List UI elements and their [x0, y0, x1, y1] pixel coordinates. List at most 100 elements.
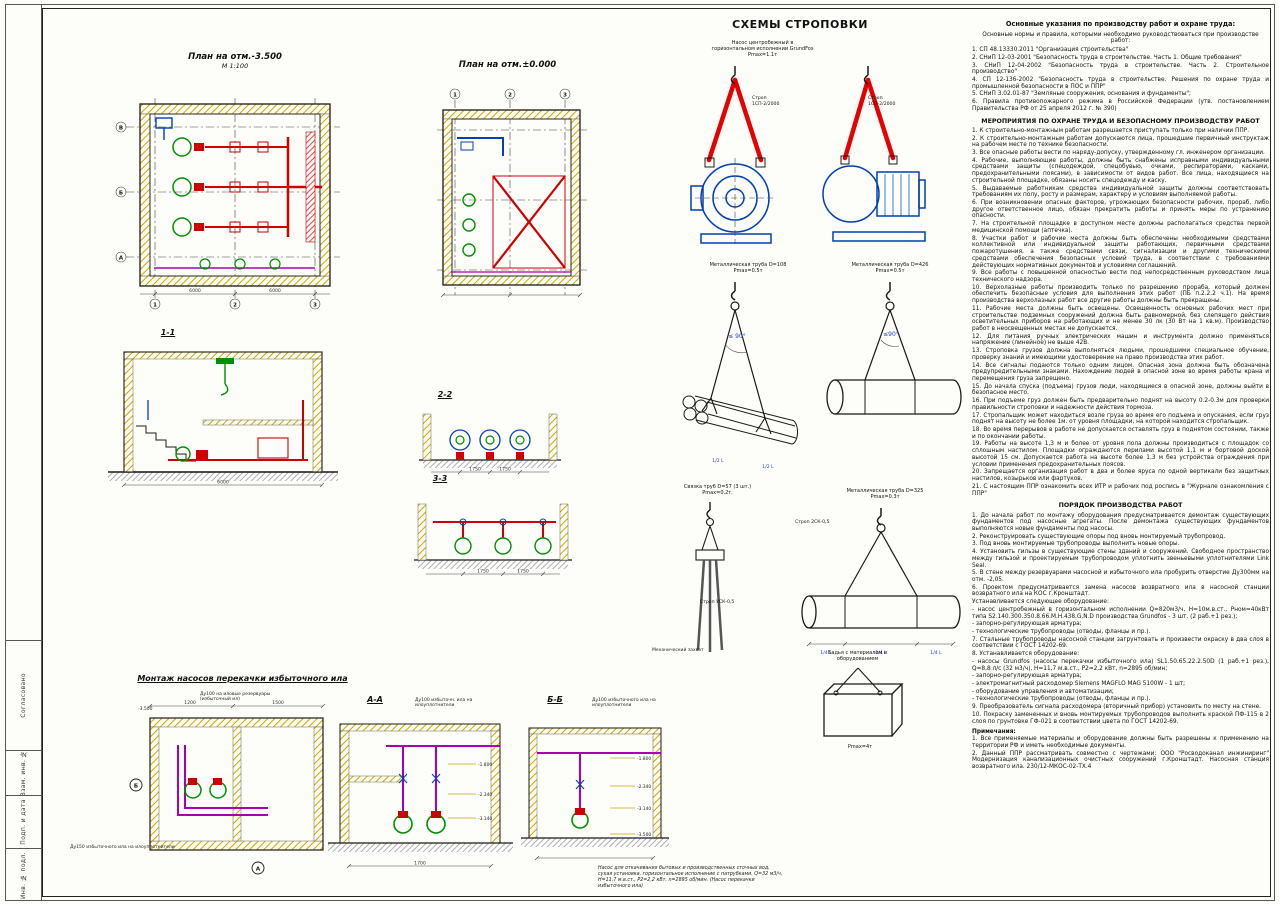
elevation-mark: -2.340 [637, 784, 651, 790]
mechanical-grip [695, 549, 725, 561]
work-order-item: 9. Преобразователь сигнала расходомера (… [972, 704, 1262, 711]
section-3-3-title: 3-3 [432, 474, 448, 483]
slings [844, 531, 918, 597]
right-intro: Основные нормы и правила, которыми необх… [982, 31, 1259, 45]
work-order-list: 1. До начала работ по монтажу оборудован… [972, 513, 1269, 726]
length-mark: 1/4 L [930, 650, 942, 656]
montage-plan-drawing: 1200 1500 Б А [129, 700, 326, 875]
elevation-mark: -3.500 [637, 832, 651, 838]
strip-field-label: Инв. № подл. [19, 851, 27, 899]
bundle57-rigging-drawing [695, 502, 725, 652]
safety-measure-item: 2. К строительно-монтажным работам допус… [972, 135, 1269, 149]
norms-list: 1. СП 48.13330.2011 "Организация строите… [972, 47, 1269, 112]
pipes [433, 521, 556, 538]
safety-measure-item: 1. К строительно-монтажным работам разре… [972, 127, 1250, 134]
water-pipes [457, 137, 504, 156]
safety-measure-item: 7. На строительной площадке в доступном … [972, 221, 1269, 234]
elevation-mark: -3.140 [637, 806, 651, 812]
axis-bubble: 3 [563, 93, 567, 99]
pump-front-view [690, 163, 772, 244]
water-pipes [155, 117, 173, 140]
section-aa-title: А-А [367, 695, 383, 704]
work-order-item: 5. В стене между резервуарами насосной и… [972, 570, 1269, 583]
safety-measure-item: 13. Строповка грузов должна выполняться … [972, 348, 1269, 361]
work-order-item: - технологические трубопроводы (отводы, … [972, 629, 1151, 636]
pipe [801, 595, 961, 629]
bracing [492, 175, 566, 269]
notes-list: 1. Все применяемые материалы и оборудова… [972, 736, 1269, 771]
length-mark: 1/2 L [762, 464, 774, 470]
crane-hook-icon [730, 66, 736, 85]
axis-bubble: 1 [153, 303, 157, 309]
safety-measure-item: 18. Во время перерывов в работе не допус… [972, 427, 1269, 440]
work-order-item: 4. Установить гильзы в существующие стен… [972, 549, 1269, 569]
dimension: 1700 [414, 861, 426, 867]
sling-left [706, 77, 764, 163]
norms-item: 5. СНиП 3.02.01-87 "Земляные сооружения,… [972, 91, 1191, 98]
section-mark: Б [134, 784, 138, 790]
crane-hook-icon [863, 66, 869, 85]
outer-border [5, 4, 1275, 901]
strip-field-label: Подп. и дата [19, 799, 27, 845]
work-order-item: 6. Проектом предусматривается замена нас… [972, 584, 1269, 598]
pipe426-label: Металлическая труба D=426 Pmax=0.5т [851, 262, 929, 275]
sling [701, 525, 719, 551]
dimension: 1750 [477, 569, 489, 575]
safety-measure-item: 4. Рабочие, выполняющие работы, должны б… [972, 157, 1269, 184]
section-bb-drawing: -1.800 -2.340 -3.140 -3.500 [521, 727, 669, 861]
section-3-3-drawing: 1750 1750 [414, 503, 572, 577]
notes-heading: Примечания: [972, 729, 1016, 736]
section-2-2-title: 2-2 [437, 390, 453, 399]
length-mark: 2/4 L [875, 650, 887, 656]
safety-measure-item: 6. При возникновении опасных факторов, у… [972, 200, 1269, 220]
sling-angle-label: ≤90° [883, 331, 899, 338]
work-order-item: Устанавливается следующее оборудование: [972, 599, 1109, 606]
section-2-2-drawing: 1750 1750 [419, 413, 561, 475]
annotation-du100-bb: Ду100 избыточного ила на илоуплотнители [592, 698, 656, 709]
safety-measure-item: 19. Работы на высоте 1,3 м и более от ур… [972, 441, 1269, 468]
crane-hook-icon [876, 508, 882, 526]
axis-bubble: 1 [453, 93, 457, 99]
section-bb-title: Б-Б [547, 695, 563, 704]
bundle57-label: Связка труб D=57 (3 шт.) Pmax=0.2т. [683, 484, 752, 497]
valves [229, 141, 269, 233]
strip-field-label: Согласовано [19, 673, 27, 718]
elevation-mark: -1.800 [478, 762, 492, 768]
elevation-mark: -3.140 [478, 816, 492, 822]
norms-item: 2. СНиП 12-03-2001 "Безопасность труда в… [972, 54, 1242, 61]
safety-measure-item: 17. Стропальщик может находиться возле г… [972, 412, 1269, 426]
plan-minus-3500-title: План на отм.-3.500 [188, 52, 282, 62]
pump-footer-note: Насос для откачивания бытовых и производ… [598, 866, 783, 889]
elevation-mark: -3.500 [138, 707, 153, 712]
norms-item: 3. СНиП 12-04-2002 "Безопасность труда в… [972, 62, 1269, 76]
plan-minus-3500-scale: М 1:100 [221, 62, 249, 70]
montage-title: Монтаж насосов перекачки избыточного ила [137, 674, 348, 683]
openings [462, 193, 476, 257]
sling-label-left: Строп 1СП-2/2000 [752, 96, 780, 107]
pump-units [454, 518, 552, 555]
dimension: 6000 [269, 288, 281, 294]
sludge-pipes [537, 752, 661, 813]
safety-measure-item: 3. Все опасные работы вести по наряду-до… [972, 150, 1265, 156]
bucket-label: Бадья с материалом и оборудованием [827, 650, 887, 663]
safety-measure-item: 20. Запрещается организация работ в два … [972, 469, 1269, 483]
safety-measure-item: 11. Рабочие места должны быть освещены. … [972, 305, 1269, 332]
pipe325-sling-label: Строп 2СК-0,5 [795, 520, 830, 525]
safety-measure-item: 14. Все сигналы подаются только одним ли… [972, 362, 1269, 382]
pipe108-rigging-drawing: ≤ 90° 1/2 L 1/2 L [682, 282, 798, 470]
valve [575, 779, 585, 790]
safety-measure-item: 16. При подъеме груз должен быть предвар… [972, 398, 1269, 411]
sludge-pipes [177, 745, 268, 816]
work-order-item: - запорно-регулирующая арматура; [972, 621, 1082, 628]
dimension: 6000 [189, 288, 201, 294]
work-order-item: 8. Устанавливается оборудование: [972, 651, 1080, 658]
work-order-item: 3. Под вновь монтируемые трубопроводы вы… [972, 541, 1180, 548]
sling-angle-label: ≤ 90° [728, 333, 746, 340]
safety-measure-item: 8. Участки работ и рабочие места должны … [972, 235, 1269, 269]
hoist [216, 358, 234, 396]
safety-measure-item: 10. Верхолазные работы производить тольк… [972, 284, 1269, 305]
annotation-du150: Ду150 избыточного ила на илоуплотнители [70, 845, 175, 850]
elevation-mark: -2.340 [478, 792, 492, 798]
crane-hook-icon [885, 282, 891, 301]
section-marks: Б А [129, 778, 265, 875]
